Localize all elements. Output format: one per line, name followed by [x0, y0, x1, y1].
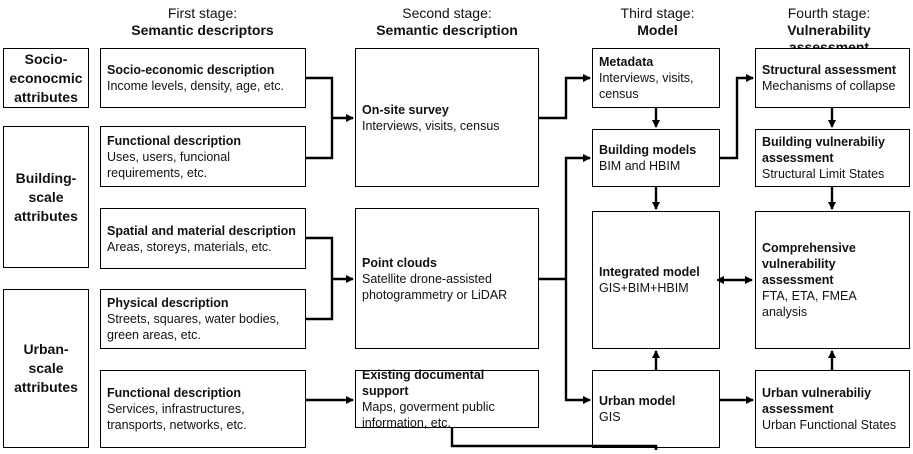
connector-socio-to-onsite	[306, 76, 334, 160]
box-title: Point clouds	[362, 255, 437, 270]
stage-3-title: Model	[637, 22, 678, 38]
box-body: Interviews, visits, census	[362, 118, 500, 133]
stage-2-label: Second stage:	[402, 5, 492, 21]
building-models-box: Building models BIM and HBIM	[592, 129, 720, 187]
arrow-building-to-structural	[720, 74, 754, 160]
metadata-box: Metadata Interviews, visits, census	[592, 48, 720, 108]
physical-description-box: Physical description Streets, squares, w…	[100, 289, 306, 349]
urban-vulnerability-box: Urban vulnerabiliy assessment Urban Func…	[755, 370, 910, 448]
urban-scale-attributes-label: Urban-scale attributes	[14, 341, 78, 395]
urban-model-box: Urban model GIS	[592, 370, 720, 448]
box-title: Urban vulnerabiliy assessment	[762, 386, 872, 416]
stage-2-header: Second stage: Semantic description	[352, 5, 542, 39]
spatial-material-description-box: Spatial and material description Areas, …	[100, 208, 306, 269]
stage-4-label: Fourth stage:	[787, 5, 871, 21]
functional-description-box: Functional description Uses, users, func…	[100, 126, 306, 187]
stage-1-title: Semantic descriptors	[131, 22, 274, 38]
box-body: Services, infrastructures, transports, n…	[107, 402, 247, 432]
urban-scale-attributes: Urban-scale attributes	[3, 289, 89, 448]
box-title: Comprehensive vulnerability assessment	[762, 241, 856, 287]
box-body: Uses, users, funcional requirements, etc…	[107, 149, 230, 180]
box-title: On-site survey	[362, 102, 449, 117]
arrow-to-urban-model	[564, 279, 591, 404]
documental-support-box: Existing documental support Maps, goverm…	[355, 368, 539, 430]
building-scale-attributes: Building-scale attributes	[3, 126, 89, 268]
integrated-model-box: Integrated model GIS+BIM+HBIM	[592, 211, 720, 349]
box-title: Urban model	[599, 394, 676, 408]
box-title: Existing documental support	[362, 368, 485, 398]
arrow-to-building-models	[564, 154, 591, 279]
box-title: Functional description	[107, 133, 242, 148]
box-title: Integrated model	[599, 265, 700, 279]
stage-2-title: Semantic description	[376, 22, 518, 38]
box-body: BIM and HBIM	[599, 159, 681, 173]
box-body: GIS+BIM+HBIM	[599, 281, 689, 295]
box-title: Socio-economic description	[107, 63, 275, 77]
point-clouds-box: Point clouds Satellite drone-assisted ph…	[355, 208, 539, 349]
box-title: Building vulnerabiliy assessment	[762, 135, 885, 165]
box-body: Structural Limit States	[762, 167, 885, 181]
box-title: Structural assessment	[762, 63, 897, 77]
box-body: Income levels, density, age, etc.	[107, 79, 284, 93]
building-scale-attributes-label: Building-scale attributes	[14, 169, 78, 224]
box-body: Interviews, visits, census	[599, 71, 694, 101]
stage-1-label: First stage:	[167, 5, 238, 21]
stage-3-header: Third stage: Model	[590, 5, 725, 39]
stage-1-header: First stage: Semantic descriptors	[100, 5, 305, 39]
arrow-onsite-to-metadata	[539, 74, 591, 120]
comprehensive-vulnerability-box: Comprehensive vulnerability assessment F…	[755, 211, 910, 349]
box-body: Maps, goverment public information, etc.	[362, 400, 495, 430]
box-body: Satellite drone-assisted photogrammetry …	[362, 271, 508, 302]
socio-economic-attributes: Socio-econocmic attributes	[3, 48, 89, 108]
box-body: FTA, ETA, FMEA analysis	[762, 289, 856, 319]
box-title: Spatial and material description	[107, 223, 296, 238]
box-body: Urban Functional States	[762, 418, 897, 432]
building-vulnerability-box: Building vulnerabiliy assessment Structu…	[755, 129, 910, 187]
box-body: Areas, storeys, materials, etc.	[107, 239, 272, 254]
connector-spatial-to-pointclouds	[306, 236, 334, 321]
box-body: Mechanisms of collapse	[762, 79, 896, 93]
socio-economic-attributes-label: Socio-econocmic attributes	[9, 50, 83, 105]
box-title: Functional description	[107, 386, 242, 400]
on-site-survey-box: On-site survey Interviews, visits, censu…	[355, 48, 539, 187]
box-title: Physical description	[107, 296, 229, 310]
box-body: Streets, squares, water bodies, green ar…	[107, 312, 280, 342]
structural-assessment-box: Structural assessment Mechanisms of coll…	[755, 48, 910, 108]
box-title: Building models	[599, 143, 697, 157]
socio-economic-description-box: Socio-economic description Income levels…	[100, 48, 306, 108]
urban-functional-description-box: Functional description Services, infrast…	[100, 370, 306, 448]
stage-3-label: Third stage:	[620, 5, 695, 21]
box-title: Metadata	[599, 55, 654, 69]
box-body: GIS	[599, 410, 621, 424]
